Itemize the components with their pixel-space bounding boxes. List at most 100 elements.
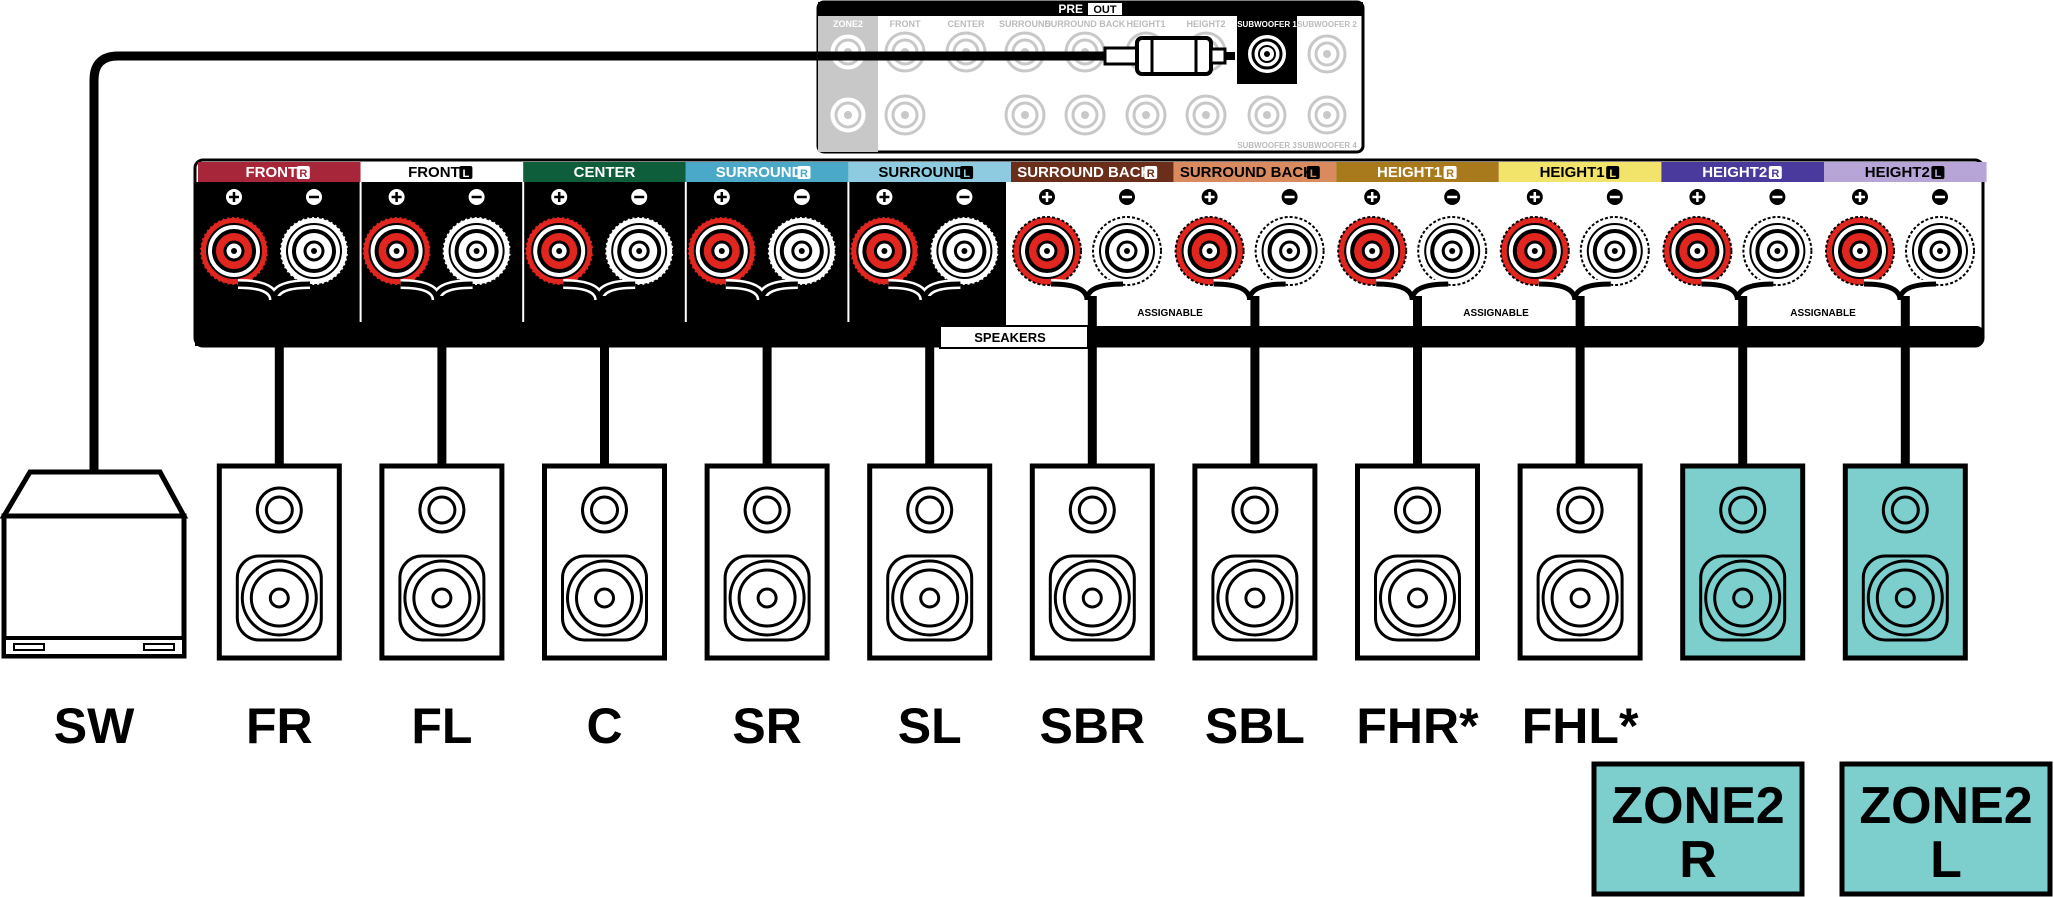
terminal-header-label: FRONT bbox=[245, 164, 297, 181]
binding-post-minus bbox=[1092, 189, 1162, 286]
preout-title-pre: PRE bbox=[1058, 2, 1083, 16]
assignable-label-1: ASSIGNABLE bbox=[1137, 308, 1203, 319]
zone2-labels: ZONE2 R ZONE2 L bbox=[1591, 761, 2053, 897]
preout-jack-label: SURROUND BACK bbox=[1045, 19, 1126, 29]
terminal-header-label: SURROUND BACK bbox=[1180, 164, 1314, 181]
speaker-label: SR bbox=[732, 698, 801, 754]
zone2-speaker bbox=[1842, 463, 1968, 661]
speaker: FL bbox=[379, 463, 505, 754]
preout-jack-label: HEIGHT2 bbox=[1186, 19, 1225, 29]
speaker: SL bbox=[867, 463, 993, 754]
subwoofer-label: SW bbox=[54, 698, 135, 754]
speaker-label: C bbox=[586, 698, 622, 754]
terminal-header-label: HEIGHT2 bbox=[1865, 164, 1930, 181]
terminal-side-badge: R bbox=[800, 168, 808, 180]
speaker-label: FHL* bbox=[1522, 698, 1639, 754]
binding-post-plus bbox=[686, 189, 757, 286]
binding-post-plus bbox=[361, 189, 432, 286]
terminal-side-badge: L bbox=[463, 168, 470, 180]
terminal-header-label: HEIGHT1 bbox=[1377, 164, 1442, 181]
subwoofer: SW bbox=[0, 469, 189, 754]
terminal-side-badge: L bbox=[1609, 168, 1616, 180]
terminal-header bbox=[198, 162, 361, 182]
speaker: FHL* bbox=[1517, 463, 1643, 754]
binding-post-minus bbox=[441, 189, 512, 286]
binding-post-minus bbox=[1579, 189, 1650, 286]
binding-post-minus bbox=[1905, 189, 1975, 286]
terminal-side-badge: R bbox=[299, 168, 307, 180]
preout-sw2-label: SUBWOOFER 2 bbox=[1297, 20, 1357, 29]
terminal-header bbox=[1336, 162, 1499, 182]
speaker: C bbox=[542, 463, 667, 754]
terminal-side-badge: L bbox=[963, 168, 970, 180]
preout-jack-lower bbox=[1004, 94, 1046, 136]
preout-sw4-label: SUBWOOFER 4 bbox=[1297, 141, 1357, 150]
terminal-header-label: HEIGHT1 bbox=[1540, 164, 1605, 181]
zone2-speaker bbox=[1680, 463, 1806, 661]
terminal-side-badge: L bbox=[1310, 168, 1317, 180]
zone2-l-box bbox=[1839, 761, 2053, 897]
assignable-label-2: ASSIGNABLE bbox=[1463, 308, 1529, 319]
preout-jack-lower bbox=[1125, 94, 1167, 136]
binding-post-plus bbox=[1337, 189, 1408, 286]
terminal-side-badge: R bbox=[1771, 168, 1779, 180]
binding-post-minus bbox=[1254, 189, 1325, 286]
speaker-label: FL bbox=[411, 698, 472, 754]
subwoofer-cable bbox=[89, 36, 1235, 470]
zone2-r-box bbox=[1591, 761, 1805, 897]
preout-jack-label: SURROUND bbox=[999, 19, 1052, 29]
speaker-label: SBL bbox=[1205, 698, 1305, 754]
preout-sw1-label: SUBWOOFER 1 bbox=[1237, 20, 1297, 29]
terminal-header-label: SURROUND bbox=[878, 164, 965, 181]
preout-jack-label: FRONT bbox=[890, 19, 921, 29]
preout-jack-label: CENTER bbox=[947, 19, 985, 29]
speaker-label: FR bbox=[246, 698, 313, 754]
speaker-label: FHR* bbox=[1356, 698, 1479, 754]
terminal-side-badge: R bbox=[1446, 168, 1454, 180]
terminal-header bbox=[1498, 162, 1662, 182]
rca-plug-body bbox=[1135, 36, 1213, 76]
terminal-side-badge: R bbox=[1147, 168, 1155, 180]
speakers-label: SPEAKERS bbox=[974, 330, 1046, 345]
binding-post-plus bbox=[1662, 189, 1733, 286]
speaker: FHR* bbox=[1355, 463, 1480, 754]
zone2-l-line1: ZONE2 bbox=[1859, 777, 2032, 835]
binding-post-plus bbox=[1174, 189, 1245, 286]
terminal-header-label: CENTER bbox=[574, 164, 636, 181]
terminal-header bbox=[1661, 162, 1824, 182]
preout-sw3-label: SUBWOOFER 3 bbox=[1237, 141, 1297, 150]
binding-post-plus bbox=[199, 189, 269, 286]
binding-post-minus bbox=[929, 189, 1000, 286]
preout-jack-lower bbox=[1064, 94, 1106, 136]
binding-post-minus bbox=[1417, 189, 1488, 286]
preout-title-out: OUT bbox=[1093, 4, 1117, 16]
zone2-r-line2: R bbox=[1679, 831, 1717, 889]
speaker: FR bbox=[216, 463, 342, 754]
rca-plug-sleeve bbox=[1103, 46, 1139, 66]
assignable-label-3: ASSIGNABLE bbox=[1790, 308, 1856, 319]
terminal-header-label: SURROUND bbox=[716, 164, 803, 181]
preout-jack-lower bbox=[827, 94, 869, 136]
speaker: SBL bbox=[1192, 463, 1318, 754]
terminal-header-label: SURROUND BACK bbox=[1017, 164, 1151, 181]
preout-jack-lower bbox=[1185, 94, 1227, 136]
speaker-label: SL bbox=[898, 698, 962, 754]
binding-post-plus bbox=[1825, 189, 1895, 286]
zone2-r-line1: ZONE2 bbox=[1611, 777, 1784, 835]
speaker-cables bbox=[274, 296, 1910, 466]
preout-panel: PRE OUT ZONE2 FRONT CENTER SURROUNDSURROUND… bbox=[816, 0, 1365, 154]
binding-post-minus bbox=[1742, 189, 1813, 286]
speaker: SR bbox=[704, 463, 830, 754]
terminal-header bbox=[1173, 162, 1337, 182]
preout-jack-label: ZONE2 bbox=[833, 19, 863, 29]
binding-post-plus bbox=[1499, 189, 1570, 286]
binding-post-minus bbox=[604, 189, 675, 286]
binding-post-plus bbox=[524, 189, 595, 286]
terminal-header bbox=[1011, 162, 1174, 182]
preout-jack-lower bbox=[884, 94, 926, 136]
terminal-header bbox=[360, 162, 524, 182]
terminal-side-badge: L bbox=[1935, 168, 1942, 180]
terminal-header bbox=[523, 162, 686, 182]
